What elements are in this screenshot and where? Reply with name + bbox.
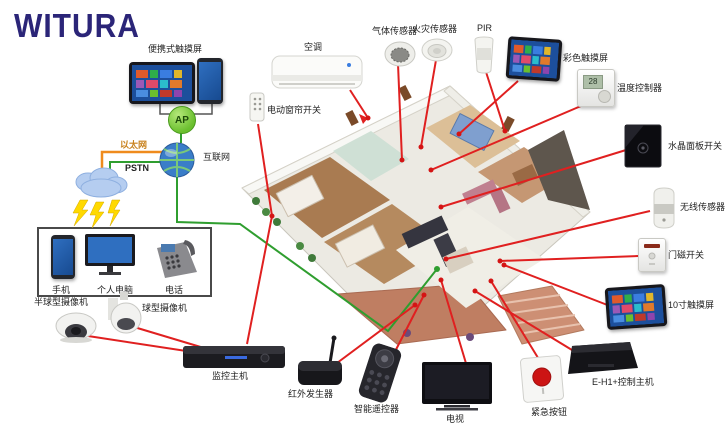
wireless-sensor-icon (650, 186, 678, 230)
internet-label: 互联网 (203, 152, 231, 162)
door-switch-label: 门磁开关 (668, 250, 705, 260)
color-touchscreen-label: 彩色触摸屏 (563, 53, 609, 63)
emergency-button-icon (519, 354, 565, 403)
ir-transmitter-icon (298, 335, 342, 385)
fire-sensor-icon (421, 38, 453, 62)
thermostat-label: 温度控制器 (617, 83, 663, 93)
fire-sensor-label: 火灾传感器 (412, 24, 458, 34)
portable-phone-icon (197, 58, 223, 104)
curtain-switch-icon (249, 92, 265, 122)
color-touchscreen-icon (505, 36, 563, 82)
pc-label: 个人电脑 (97, 285, 134, 295)
telephone-label: 电话 (165, 285, 184, 295)
pir-label: PIR (477, 23, 493, 33)
mobile-phone-icon (51, 235, 75, 279)
portable-tablet-icon (129, 62, 195, 104)
gas-sensor-icon (384, 41, 416, 67)
pir-sensor-icon (472, 36, 496, 74)
pstn-label: PSTN (125, 163, 150, 173)
thermostat-lcd: 28 (583, 75, 603, 89)
gas-sensor-label: 气体传感器 (372, 26, 418, 36)
ptz-camera-label: 球型摄像机 (142, 303, 188, 313)
curtain-switch-label: 电动窗帘开关 (267, 105, 322, 115)
smart-remote-icon (355, 341, 405, 405)
smart-remote-label: 智能遥控器 (354, 404, 400, 414)
door-switch-icon (638, 238, 666, 272)
tv-icon (422, 362, 492, 411)
crystal-panel-icon (624, 124, 662, 168)
pstn-cloud-icon (72, 167, 128, 229)
crystal-panel-label: 水晶面板开关 (668, 141, 723, 151)
ts10-tablet-icon (604, 283, 668, 331)
pc-icon (85, 234, 135, 275)
dome-camera-label: 半球型摄像机 (34, 297, 89, 307)
ts10-label: 10寸触摸屏 (668, 300, 715, 310)
ac-unit-icon (271, 55, 363, 89)
wireless-sensor-label: 无线传感器 (680, 202, 726, 212)
emergency-button-label: 紧急按钮 (531, 407, 568, 417)
thermostat-dial (598, 90, 611, 103)
portable-touchscreen-label: 便携式触摸屏 (148, 44, 203, 54)
witura-logo: WITURA (14, 8, 140, 45)
tv-label: 电视 (446, 414, 465, 424)
eh1-host-icon (568, 342, 638, 374)
ap-node: AP (168, 106, 196, 134)
dvr-label: 监控主机 (212, 371, 249, 381)
mobile-phone-label: 手机 (52, 285, 71, 295)
ir-transmitter-label: 红外发生器 (288, 389, 334, 399)
ac-label: 空调 (304, 42, 323, 52)
eh1-host-label: E-H1+控制主机 (592, 377, 654, 387)
ethernet-label: 以太网 (120, 140, 148, 150)
internet-globe-icon (159, 142, 195, 178)
dome-camera-icon (55, 312, 97, 343)
thermostat-icon: 28 (577, 69, 615, 107)
dvr-icon (183, 346, 285, 368)
telephone-icon (157, 240, 197, 278)
ptz-camera-icon (108, 292, 142, 334)
